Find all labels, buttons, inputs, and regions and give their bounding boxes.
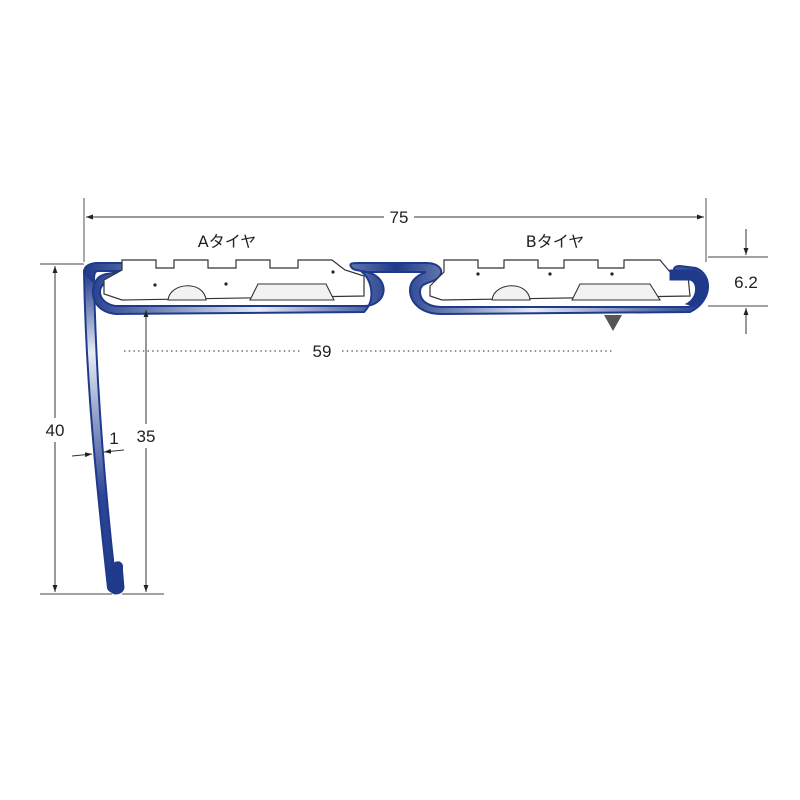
dimension-leg-height-label: 40: [46, 421, 65, 440]
tire-a-dot: [331, 270, 335, 274]
dimension-thickness: 1: [71, 429, 125, 458]
tire-b-dot: [548, 272, 552, 276]
dimension-leg-inner: 35: [122, 310, 164, 595]
dimension-width: 75: [83, 198, 707, 262]
tire-b-dot: [476, 272, 480, 276]
profile-shape: [82, 262, 709, 594]
tire-a-dot: [153, 283, 157, 287]
tire-a-dot: [224, 282, 228, 286]
dimension-inner-width-label: 59: [313, 342, 332, 361]
tire-a-label: Aタイヤ: [198, 232, 256, 251]
dimension-height-label: 6.2: [734, 273, 758, 292]
profile-leg-hook: [109, 561, 125, 595]
dimension-thickness-label: 1: [109, 429, 118, 448]
triangle-down-icon: [604, 315, 622, 331]
tire-b-hole-right: [571, 283, 661, 301]
dimension-width-label: 75: [390, 208, 409, 227]
dimension-leg-height: 40: [40, 263, 112, 595]
profile-right-hook: [669, 269, 707, 307]
tire-a: [103, 259, 365, 301]
tire-b-dot: [610, 272, 614, 276]
profile-top-plate: [82, 262, 709, 316]
tire-b-label: Bタイヤ: [526, 232, 585, 251]
tire-b: [429, 259, 691, 301]
tire-a-hole-left: [167, 285, 207, 301]
tire-a-hole-right: [249, 283, 335, 301]
dimension-leg-inner-label: 35: [137, 427, 156, 446]
tire-b-hole-left: [491, 285, 531, 301]
dimension-inner-width: 59: [124, 342, 612, 361]
dimension-height: 6.2: [708, 229, 768, 334]
